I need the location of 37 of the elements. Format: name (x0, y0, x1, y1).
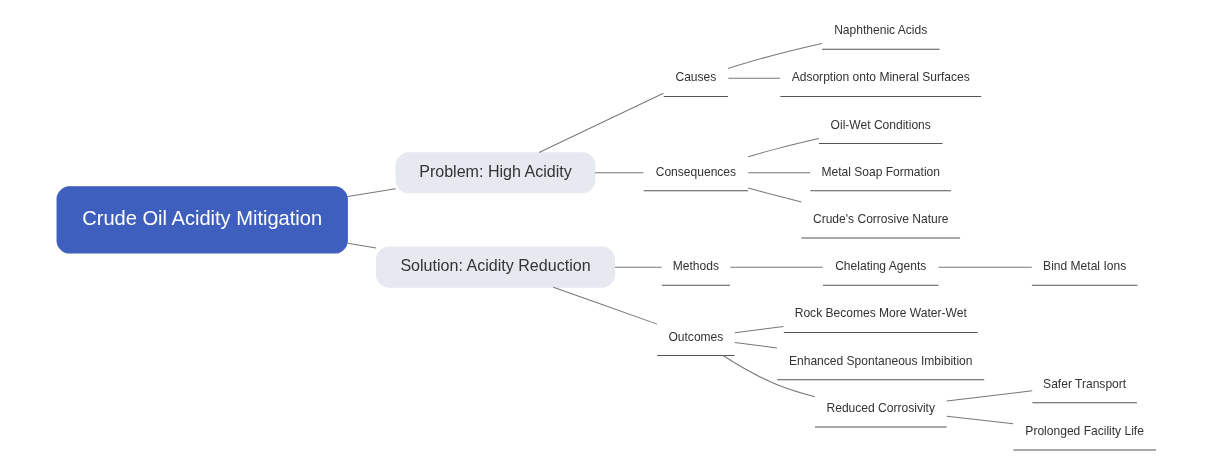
connector (614, 266, 663, 268)
node-text: Safer Transport (1043, 376, 1127, 391)
connector (594, 171, 644, 173)
connector (747, 171, 811, 173)
node-text: Enhanced Spontaneous Imbibition (788, 353, 973, 368)
node-text: Chelating Agents (835, 258, 927, 273)
connector (946, 389, 1033, 402)
connector (727, 42, 823, 69)
node-box: Solution: Acidity Reduction (375, 246, 616, 288)
connector (734, 341, 778, 349)
connector (727, 77, 781, 79)
node-box: Problem: High Acidity (395, 151, 596, 193)
node-text: Reduced Corrosivity (826, 400, 935, 415)
connector (938, 266, 1033, 268)
connector (722, 354, 816, 397)
node-text: Adsorption onto Mineral Surfaces (791, 69, 970, 84)
node-text: Outcomes (668, 329, 724, 344)
connector (347, 187, 397, 197)
connector (538, 92, 664, 153)
node-box: Crude Oil Acidity Mitigation (56, 185, 348, 254)
node-text: Oil-Wet Conditions (830, 117, 931, 132)
connector (946, 415, 1014, 424)
connector (747, 137, 820, 157)
node-text: Prolonged Facility Life (1025, 423, 1144, 438)
node-text: Metal Soap Formation (821, 164, 940, 179)
node-text: Consequences (655, 164, 737, 179)
node-text: Bind Metal Ions (1043, 258, 1127, 273)
connector (552, 286, 658, 325)
node-text: Methods (672, 258, 720, 273)
connector (734, 325, 784, 333)
connector (747, 186, 802, 202)
connector (729, 266, 824, 268)
node-text: Crude's Corrosive Nature (812, 211, 949, 226)
node-text: Naphthenic Acids (834, 22, 928, 37)
node-text: Causes (675, 69, 717, 84)
node-text: Rock Becomes More Water-Wet (794, 305, 967, 320)
connector (347, 242, 377, 248)
